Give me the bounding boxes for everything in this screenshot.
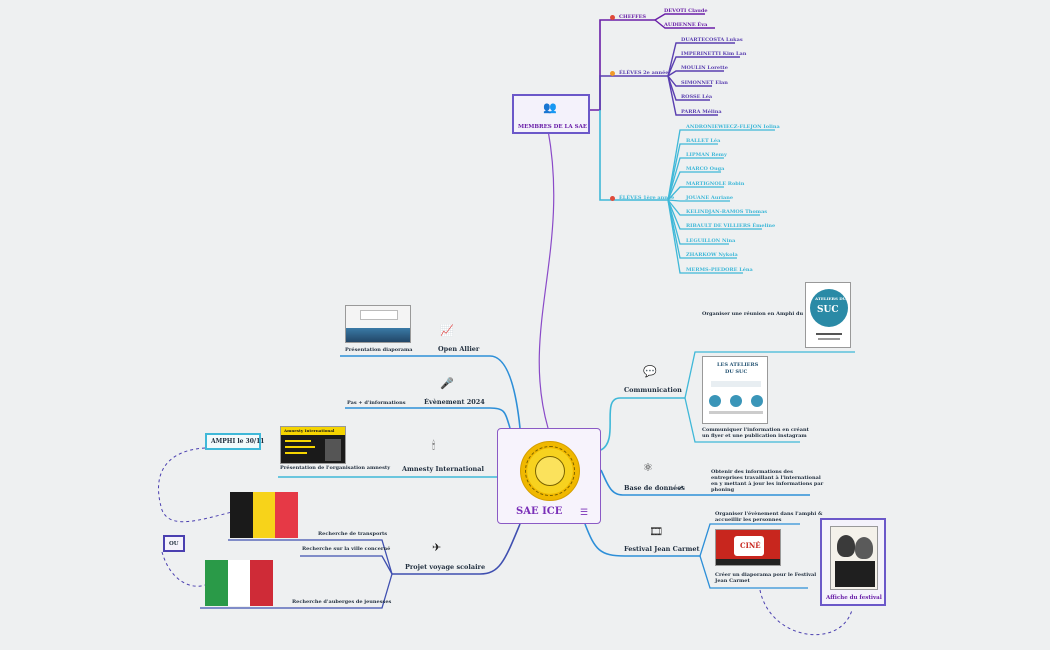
amnesty-sub[interactable]: Présentation de l'organisation amnesty	[280, 465, 391, 471]
central-node[interactable]: SAE ICE ☰	[497, 428, 601, 524]
eleve1-item[interactable]: MERMS-PIEDORE Léna	[686, 267, 753, 273]
eleve1-item[interactable]: MARTIGNOLE Robin	[686, 181, 745, 187]
eleve2-item[interactable]: IMPERINETTI Kim Lan	[681, 51, 747, 57]
evenement-label[interactable]: Évènement 2024	[424, 398, 485, 406]
logo-emblem	[520, 441, 580, 501]
eleve2-item[interactable]: PARRA Mélina	[681, 109, 722, 115]
candle-icon: 🕯	[432, 439, 436, 452]
ateliers-flyer-image: LES ATELIERS DU SUC	[702, 356, 768, 424]
eleve2-item[interactable]: DUARTECOSTA Lukas	[681, 37, 743, 43]
affiche-node[interactable]: Affiche du festival	[820, 518, 886, 606]
base-line-3: en y mettant à jour les informations par	[711, 481, 824, 487]
eleve1-item[interactable]: KELINDJAN-RAMOS Thomas	[686, 209, 768, 215]
plane-icon: ✈	[432, 541, 442, 554]
open-allier-label[interactable]: Open Allier	[438, 345, 480, 353]
communication-label[interactable]: Communication	[624, 386, 682, 394]
festival-poster-image	[830, 526, 878, 590]
eleve1-item[interactable]: BALLET Léa	[686, 138, 721, 144]
eleve1-item[interactable]: LEGUILLON Nina	[686, 238, 736, 244]
base-label[interactable]: Base de données	[624, 484, 685, 492]
chart-icon: 📈	[440, 324, 454, 337]
festival-item-2-line1[interactable]: Créer un diaporama pour le Festival	[715, 572, 817, 578]
atom-icon: ⚛	[643, 461, 653, 474]
open-allier-image	[345, 305, 411, 343]
suc-poster-image: ATELIERS DU SUC	[805, 282, 851, 348]
voyage-item-2[interactable]: Recherche sur la ville concerné	[302, 546, 391, 552]
people-icon: 👥	[543, 101, 557, 114]
eleve1-item[interactable]: RIBAULT DE VILLIERS Émeline	[686, 223, 776, 229]
italy-flag-image	[205, 560, 274, 606]
cine-image: CINÉ	[715, 529, 781, 566]
festival-label[interactable]: Festival Jean Carmet	[624, 545, 700, 553]
eleve2-item[interactable]: MOULIN Lorette	[681, 65, 728, 71]
chef-item[interactable]: DEVOTI Claude	[664, 8, 708, 14]
festival-item-1-line1[interactable]: Organiser l'évènement dans l'amphi &	[715, 511, 823, 517]
eleves1-label[interactable]: ÉLÈVES 1ère année	[619, 195, 675, 201]
membres-node[interactable]: 👥 MEMBRES DE LA SAE	[512, 94, 590, 134]
communication-item-2-line1[interactable]: Communiquer l'information en créant	[702, 427, 809, 433]
amnesty-image: Amnesty International	[280, 426, 346, 464]
priority-3-icon	[610, 196, 615, 201]
chef-item[interactable]: AUDIENNE Éva	[664, 22, 708, 28]
eleve1-item[interactable]: ANDRONIEWIECZ-FLEJON Iolina	[686, 124, 780, 130]
priority-1-icon	[610, 15, 615, 20]
microphone-icon: 🎤	[440, 377, 454, 390]
affiche-label: Affiche du festival	[826, 595, 882, 601]
eleves2-label[interactable]: ÉLÈVES 2e année	[619, 70, 669, 76]
open-allier-sub[interactable]: Présentation diaporama	[345, 347, 413, 353]
eleve1-item[interactable]: ZHARKOW Nykola	[686, 252, 738, 258]
amnesty-label[interactable]: Amnesty International	[402, 465, 484, 473]
central-title: SAE ICE	[516, 506, 563, 517]
film-icon: 🎞	[649, 525, 663, 538]
base-line-1: Obtenir des informations des	[711, 469, 793, 475]
chat-icon: 💬	[643, 365, 657, 378]
voyage-label[interactable]: Projet voyage scolaire	[405, 563, 486, 571]
eleve2-item[interactable]: ROSSE Léa	[681, 94, 713, 100]
voyage-item-1[interactable]: Recherche de transports	[318, 531, 388, 537]
eleve2-item[interactable]: SIMONNET Elan	[681, 80, 728, 86]
chefs-label[interactable]: CHEFFES	[619, 14, 647, 20]
eleve1-item[interactable]: JOUANE Auriane	[686, 195, 734, 201]
evenement-sub[interactable]: Pas + d'informations	[347, 400, 406, 406]
external-link-icon[interactable]: ↗	[678, 483, 684, 492]
base-line-4: phoning	[711, 487, 735, 493]
festival-item-1-line2[interactable]: accueillir les personnes	[715, 517, 782, 523]
communication-item-1[interactable]: Organiser une réunion en Amphi du SUC	[702, 311, 817, 317]
ou-node[interactable]: OU	[163, 535, 185, 552]
voyage-item-3[interactable]: Recherche d'auberges de jeunesses	[292, 599, 392, 605]
eleve1-item[interactable]: MARCO Ouga	[686, 166, 725, 172]
base-line-2: entreprises travaillant à l'internationa…	[711, 475, 821, 481]
festival-item-2-line2[interactable]: Jean Carmet	[715, 578, 750, 584]
priority-2-icon	[610, 71, 615, 76]
communication-item-2-line2[interactable]: un flyer et une publication instagram	[702, 433, 807, 439]
belgium-flag-image	[230, 492, 299, 538]
eleve1-item[interactable]: LIPMAN Remy	[686, 152, 727, 158]
amphi-node[interactable]: AMPHI le 30/11	[205, 433, 264, 450]
menu-icon[interactable]: ☰	[580, 508, 589, 518]
membres-label: MEMBRES DE LA SAE	[518, 124, 588, 130]
